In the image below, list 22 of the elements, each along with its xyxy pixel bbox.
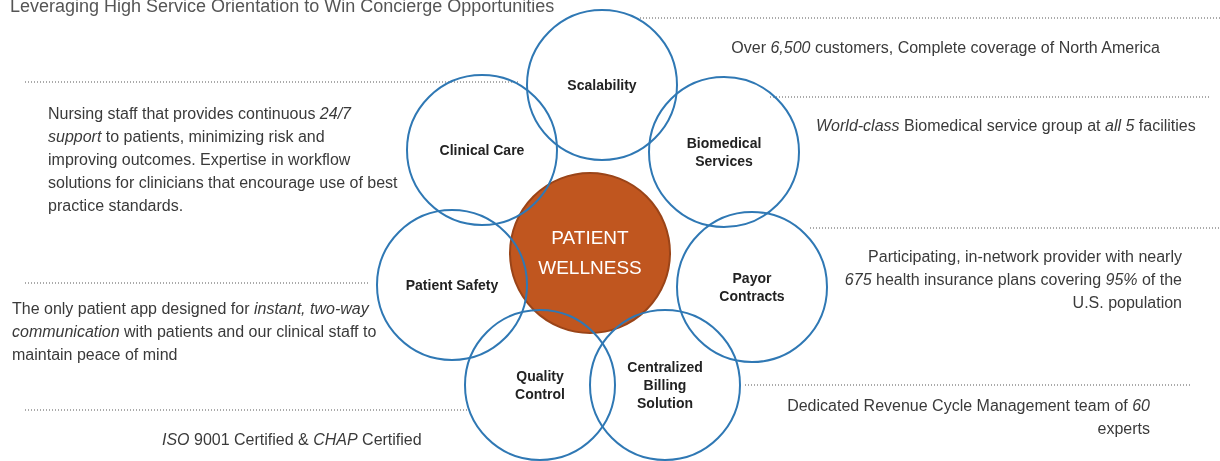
description-text: Nursing staff that provides continuous 24/7 support to patients, minimizing risk and improving outcomes. Expertise in workflow solutions for clinicians that encourage use of best practice standards. (48, 104, 398, 216)
description-text: ISO 9001 Certified & CHAP Certified (162, 430, 423, 450)
petal-circle (676, 211, 828, 363)
petal-circle (648, 76, 800, 228)
petal-circle (376, 209, 528, 361)
circle-label: Centralized Billing Solution (626, 358, 704, 412)
circle-label: PATIENT WELLNESS (538, 226, 642, 280)
circle-label: Clinical Care (439, 141, 525, 159)
petal-circle (589, 309, 741, 461)
description-text: The only patient app designed for instant, two-way communication with patients and our clinical staff to maintain peace of mind (12, 299, 377, 365)
circle-label: Biomedical Services (685, 134, 763, 170)
description-text: Participating, in-network provider with nearly 675 health insurance plans covering 95% of the U.S. population (843, 247, 1182, 313)
circle-label: Scalability (567, 76, 637, 94)
petal-circle (406, 74, 558, 226)
description-text: Dedicated Revenue Cycle Management team of 60 experts (786, 396, 1150, 439)
circle-label: Quality Control (514, 367, 566, 403)
circle-label: Payor Contracts (718, 269, 786, 305)
center-circle (509, 172, 671, 334)
petal-circle (464, 309, 616, 461)
circle-label: Patient Safety (405, 276, 499, 294)
description-text: World-class Biomedical service group at all 5 facilities (816, 116, 1197, 136)
description-text: Over 6,500 customers, Complete coverage of North America (730, 38, 1160, 58)
